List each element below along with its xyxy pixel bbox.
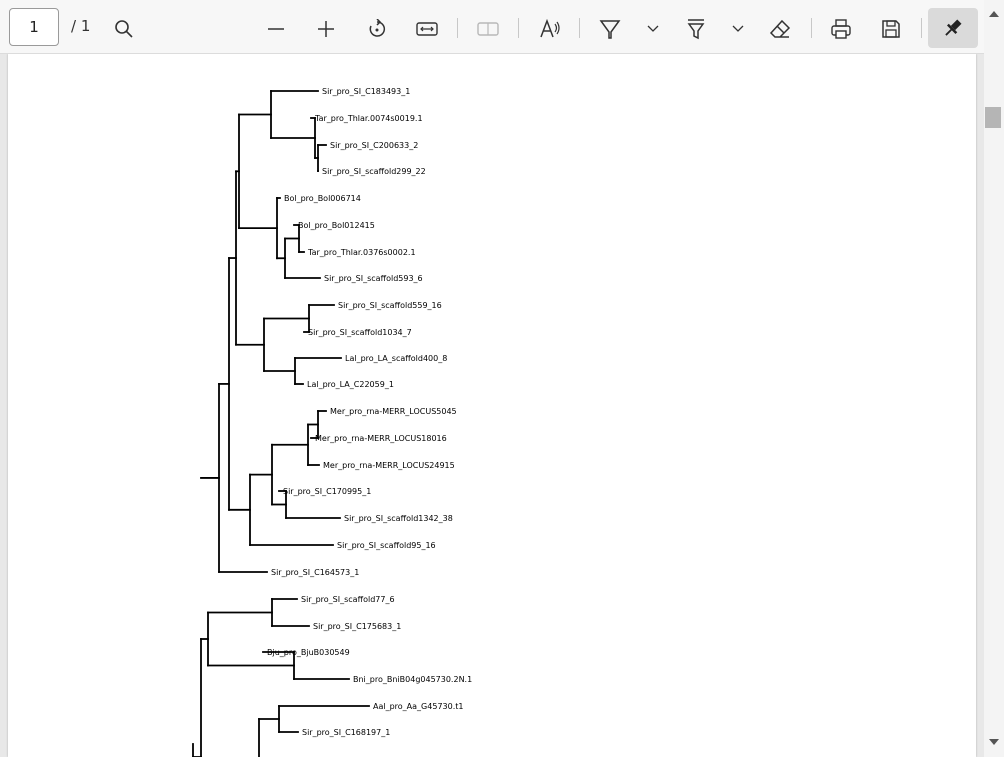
zoom-out-icon[interactable] [264, 17, 288, 41]
leaf-label: Sir_pro_SI_C170995_1 [283, 487, 371, 496]
page-number-input[interactable] [9, 8, 59, 46]
leaf-label: Bol_pro_Bol012415 [298, 221, 375, 230]
page-view-icon [476, 17, 500, 41]
leaf-label: Sir_pro_SI_scaffold1342_38 [344, 514, 453, 523]
leaf-label: Sir_pro_SI_C168197_1 [302, 728, 390, 737]
leaf-label: Tar_pro_Thlar.0074s0019.1 [314, 114, 423, 123]
scroll-up-arrow[interactable] [988, 10, 1000, 18]
toolbar: / 1 [0, 0, 1004, 54]
leaf-label: Mer_pro_rna-MERR_LOCUS5045 [330, 407, 457, 416]
leaf-label: Sir_pro_SI_C200633_2 [330, 141, 418, 150]
leaf-label: Bju_pro_BjuB030549 [267, 648, 350, 657]
leaf-label: Lal_pro_LA_C22059_1 [307, 380, 394, 389]
print-icon[interactable] [829, 17, 853, 41]
leaf-label: Sir_pro_SI_scaffold1034_7 [308, 328, 412, 337]
rotate-icon[interactable] [365, 17, 389, 41]
page-total: / 1 [71, 17, 91, 35]
leaf-label: Sir_pro_SI_scaffold299_22 [322, 167, 426, 176]
scrollbar-thumb[interactable] [985, 107, 1001, 128]
leaf-label: Sir_pro_SI_C183493_1 [322, 87, 410, 96]
chevron-down-icon[interactable] [730, 21, 746, 37]
separator [921, 18, 922, 38]
phylogenetic-tree: Sir_pro_SI_C183493_1Tar_pro_Thlar.0074s0… [192, 87, 472, 757]
leaf-label: Aal_pro_Aa_G45730.t1 [373, 702, 463, 711]
separator [518, 18, 519, 38]
search-icon[interactable] [112, 17, 136, 41]
leaf-label: Sir_pro_SI_scaffold95_16 [337, 541, 436, 550]
save-icon[interactable] [879, 17, 903, 41]
zoom-in-icon[interactable] [314, 17, 338, 41]
leaf-label: Bni_pro_BniB04g045730.2N.1 [353, 675, 472, 684]
separator [579, 18, 580, 38]
leaf-label: Sir_pro_SI_scaffold593_6 [324, 274, 423, 283]
leaf-label: Mer_pro_rna-MERR_LOCUS18016 [315, 434, 447, 443]
leaf-label: Tar_pro_Thlar.0376s0002.1 [307, 248, 416, 257]
pin-icon [942, 17, 964, 39]
scroll-down-arrow[interactable] [988, 738, 1000, 746]
draw-icon[interactable] [598, 17, 622, 41]
leaf-label: Sir_pro_SI_scaffold77_6 [301, 595, 395, 604]
chevron-down-icon[interactable] [645, 21, 661, 37]
fit-width-icon[interactable] [415, 17, 439, 41]
leaf-label: Sir_pro_SI_C175683_1 [313, 622, 401, 631]
pin-button[interactable] [928, 8, 978, 48]
leaf-label: Lal_pro_LA_scaffold400_8 [345, 354, 447, 363]
read-aloud-icon[interactable] [538, 17, 562, 41]
leaf-label: Mer_pro_rna-MERR_LOCUS24915 [323, 461, 455, 470]
leaf-label: Sir_pro_SI_C164573_1 [271, 568, 359, 577]
vertical-scrollbar[interactable] [984, 0, 1004, 757]
leaf-label: Bol_pro_Bol006714 [284, 194, 361, 203]
separator [811, 18, 812, 38]
highlight-icon[interactable] [684, 17, 708, 41]
eraser-icon[interactable] [768, 17, 792, 41]
separator [457, 18, 458, 38]
leaf-label: Sir_pro_SI_scaffold559_16 [338, 301, 442, 310]
